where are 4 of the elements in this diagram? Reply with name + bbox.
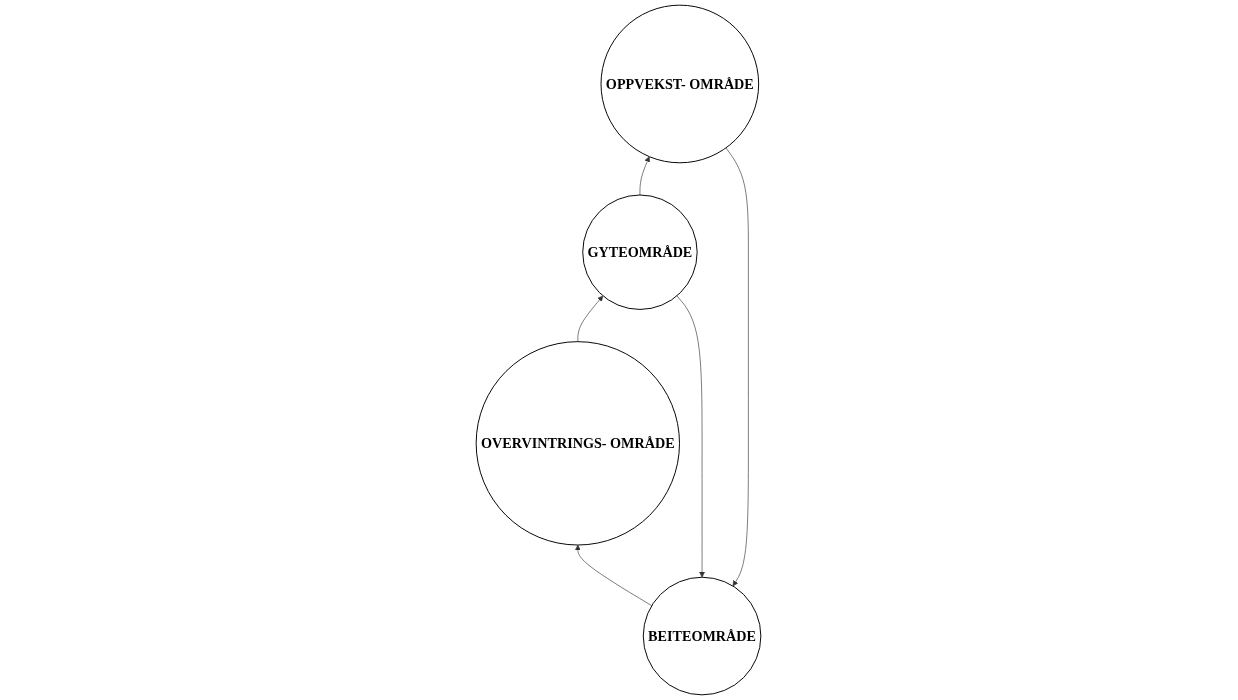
node-circle: GYTEOMRÅDE	[582, 194, 699, 310]
node-circle: OVERVINTRINGS- OMRÅDE	[476, 341, 681, 546]
node-circle: OPPVEKST- OMRÅDE	[601, 4, 760, 164]
node-circle: BEITEOMRÅDE	[643, 576, 762, 696]
